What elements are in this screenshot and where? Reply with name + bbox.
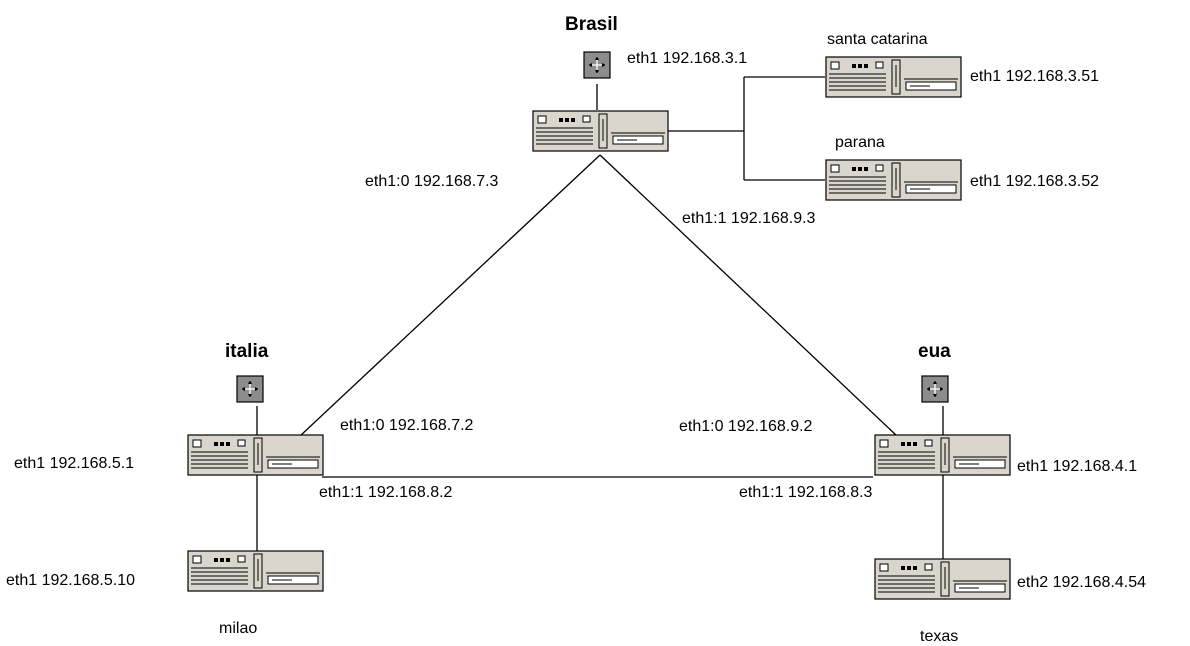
brasil-title: Brasil xyxy=(565,14,618,35)
parana-ip: eth1 192.168.3.52 xyxy=(970,173,1099,190)
parana-name: parana xyxy=(835,134,885,151)
brasil-alias-7: eth1:0 192.168.7.3 xyxy=(365,173,499,190)
italia-alias-7: eth1:0 192.168.7.2 xyxy=(340,417,474,434)
italia-alias-8: eth1:1 192.168.8.2 xyxy=(319,484,453,501)
eua-server-icon xyxy=(875,435,1010,475)
texas-server-icon xyxy=(875,559,1010,599)
milao-server-icon xyxy=(188,551,323,591)
italia-router-icon xyxy=(237,376,263,402)
italia-server-icon xyxy=(188,435,323,475)
brasil-alias-9: eth1:1 192.168.9.3 xyxy=(682,210,816,227)
santa-catarina-ip: eth1 192.168.3.51 xyxy=(970,68,1099,85)
texas-name: texas xyxy=(920,628,958,645)
link-brasil-italia xyxy=(300,155,600,436)
eua-title: eua xyxy=(918,341,951,362)
santa-catarina-name: santa catarina xyxy=(827,31,928,48)
italia-title: italia xyxy=(225,341,269,362)
brasil-router-icon xyxy=(584,52,610,78)
parana-server-icon xyxy=(826,160,961,200)
milao-ip: eth1 192.168.5.10 xyxy=(6,572,135,589)
brasil-server-icon xyxy=(533,111,668,151)
brasil-router-ip: eth1 192.168.3.1 xyxy=(627,50,747,67)
eua-eth1-ip: eth1 192.168.4.1 xyxy=(1017,458,1137,475)
santa-catarina-server-icon xyxy=(826,57,961,97)
eua-alias-8: eth1:1 192.168.8.3 xyxy=(739,484,873,501)
texas-ip: eth2 192.168.4.54 xyxy=(1017,574,1146,591)
eua-router-icon xyxy=(922,376,948,402)
milao-name: milao xyxy=(219,620,257,637)
italia-eth1-ip: eth1 192.168.5.1 xyxy=(14,455,134,472)
eua-alias-9: eth1:0 192.168.9.2 xyxy=(679,418,813,435)
